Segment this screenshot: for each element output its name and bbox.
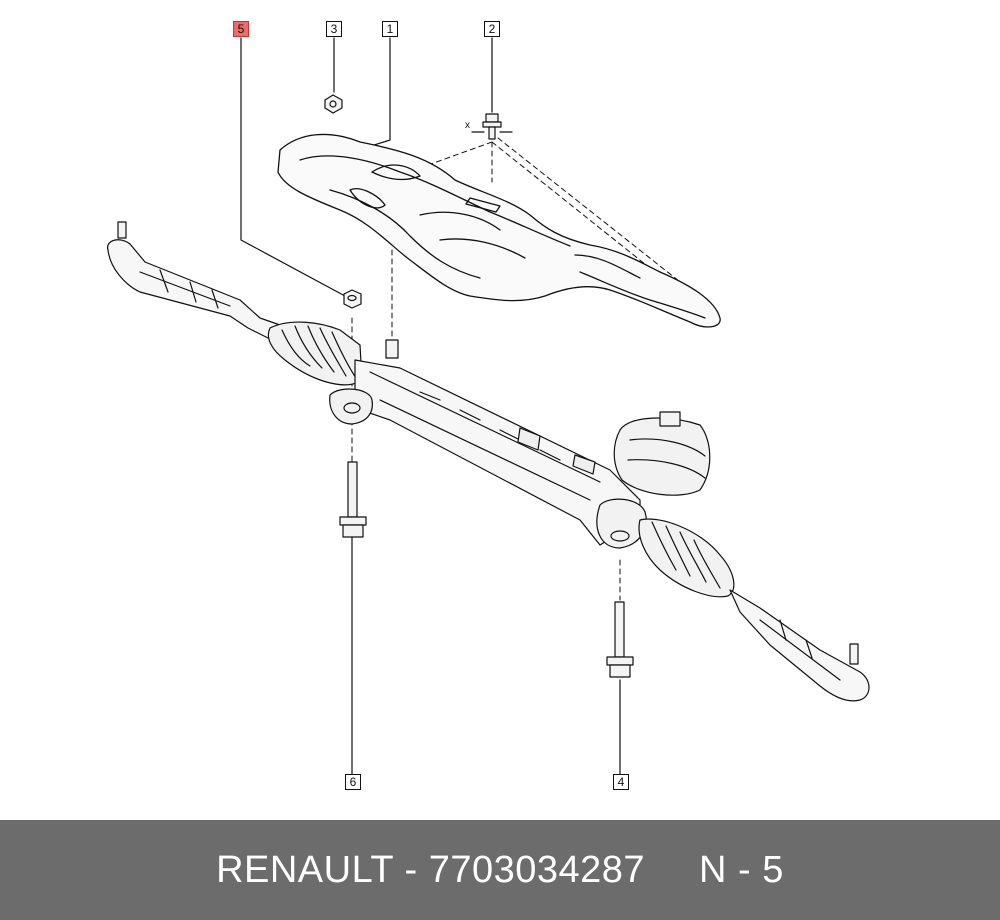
right-boot: [638, 518, 735, 598]
x-marker-label: x: [465, 120, 470, 131]
left-tie-rod: [107, 221, 281, 339]
part-number-banner: RENAULT - 7703034287 N - 5: [0, 820, 1000, 920]
mount-bolt-right: [606, 601, 634, 678]
rack-housing: [329, 359, 641, 546]
clip-nut: [324, 94, 343, 114]
diagram-reference: N - 5: [699, 848, 784, 891]
left-boot: [267, 321, 363, 386]
assist-motor: [596, 411, 711, 549]
leader-lines: [240, 37, 621, 775]
heat-shield: [277, 133, 721, 328]
steering-rack-drawing: x: [107, 37, 870, 775]
callout-3: 3: [326, 21, 342, 37]
callout-6: 6: [345, 774, 361, 790]
shield-bolt: [482, 113, 502, 140]
mount-nut: [343, 289, 362, 309]
callout-4: 4: [613, 774, 629, 790]
callout-2: 2: [484, 21, 500, 37]
callout-5: 5: [233, 21, 249, 37]
right-tie-rod: [729, 589, 870, 702]
brand-part-number: RENAULT - 7703034287: [216, 848, 646, 891]
mount-bolt-left: [339, 461, 367, 538]
parts-diagram: x 5 3 1 2 6 4: [107, 21, 870, 790]
callout-1: 1: [382, 21, 398, 37]
